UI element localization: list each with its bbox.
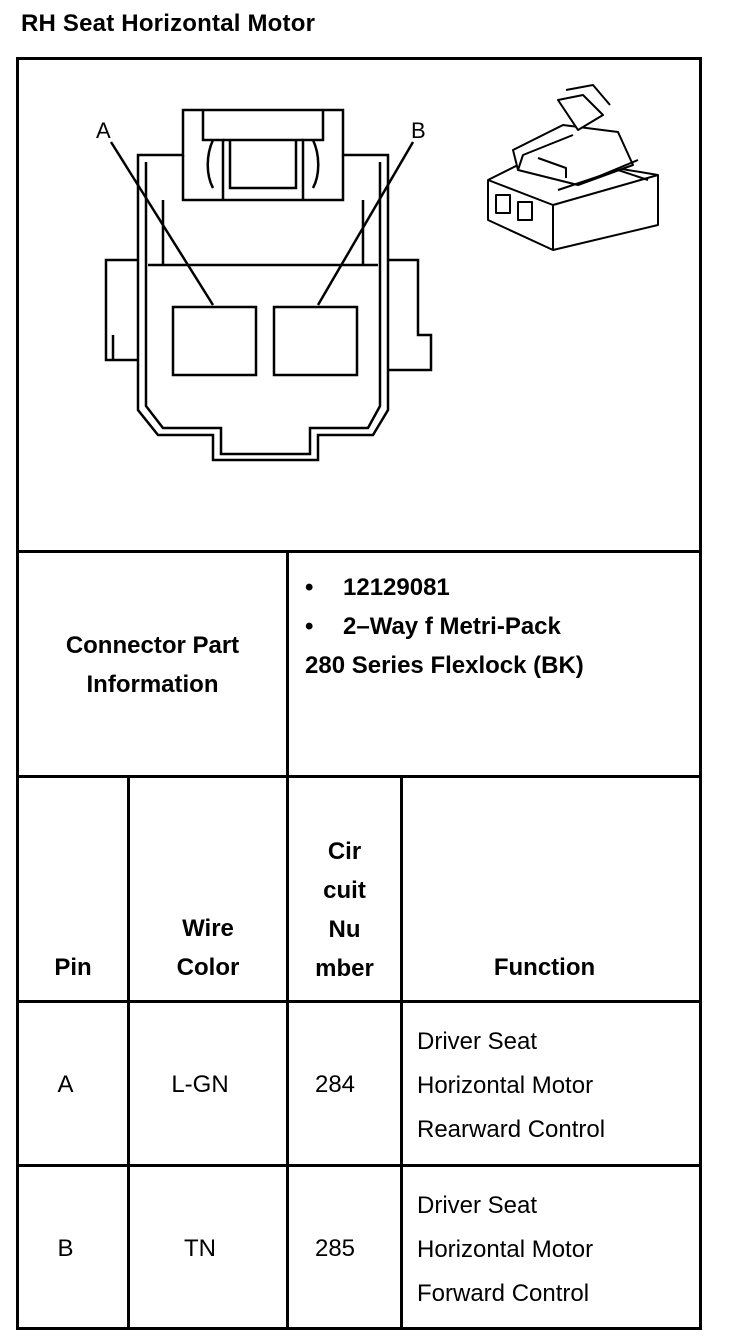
divider-function-col	[400, 775, 403, 1330]
connector-description-line2: 280 Series Flexlock (BK)	[305, 652, 584, 679]
header-pin: Pin	[54, 954, 92, 981]
row-a-wire-color: L-GN	[171, 1071, 229, 1098]
row-b-wire-color: TN	[184, 1235, 216, 1262]
bullet: •	[305, 574, 314, 601]
connector-info-label-line2: Information	[86, 671, 219, 698]
part-number-value: 12129081	[343, 574, 450, 601]
description-line1: 2–Way f Metri-Pack	[343, 613, 561, 640]
row-b-pin: B	[57, 1235, 74, 1262]
connector-info-label-line1: Connector Part	[65, 632, 240, 659]
divider-header	[16, 1000, 702, 1003]
pin-a-label: A	[96, 118, 111, 143]
bullet: •	[305, 613, 314, 640]
divider-connector	[16, 775, 702, 778]
row-b-circuit: 285	[314, 1235, 356, 1262]
pin-b-label: B	[411, 118, 426, 143]
header-wire-color: Wire Color	[176, 915, 240, 981]
connector-table	[16, 57, 702, 1330]
divider-pin-col	[127, 775, 130, 1330]
divider-diagram	[16, 550, 702, 553]
connector-part-number: • 12129081	[305, 568, 695, 607]
row-a-function: Driver Seat Horizontal Motor Rearward Co…	[417, 1028, 606, 1143]
connector-description: • 2–Way f Metri-Pack	[305, 607, 695, 646]
divider-circuit-col	[286, 1000, 289, 1330]
connector-face-diagram: A B	[96, 84, 659, 462]
connector-info-label: Connector Part Information	[19, 626, 286, 704]
header-circuit-number: Cir cuit Nu mber	[315, 838, 374, 982]
page-title: RH Seat Horizontal Motor	[21, 10, 316, 37]
header-function: Function	[493, 954, 596, 981]
row-a-circuit: 284	[314, 1071, 356, 1098]
divider-connector-col	[286, 550, 289, 1001]
row-b-function: Driver Seat Horizontal Motor Forward Con…	[417, 1192, 594, 1307]
connector-isometric-icon	[487, 84, 659, 251]
divider-row-a	[16, 1164, 702, 1167]
row-a-pin: A	[57, 1071, 74, 1098]
